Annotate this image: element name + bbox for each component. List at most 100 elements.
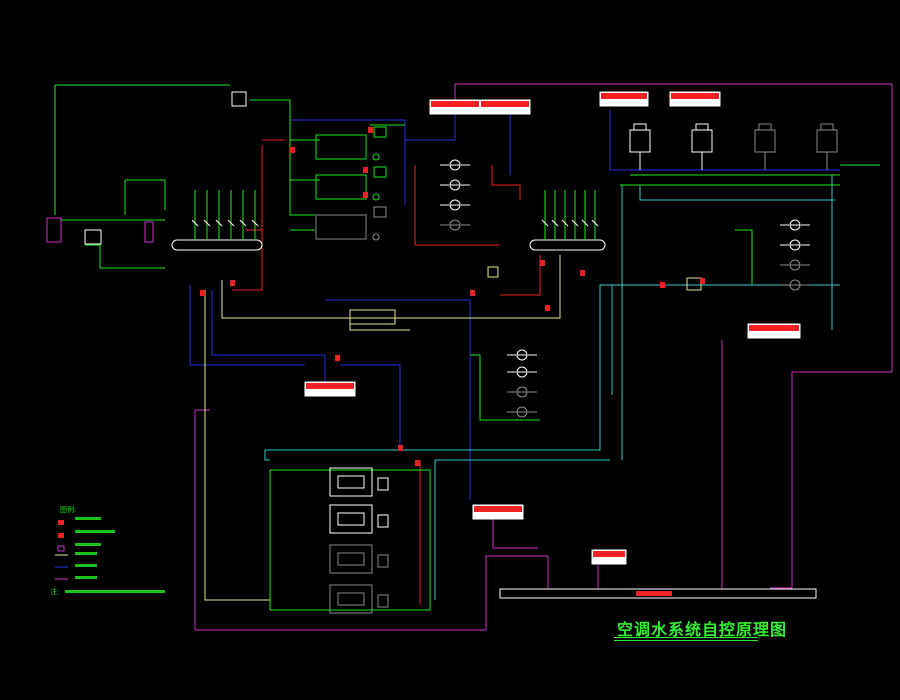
title-underline xyxy=(614,637,758,638)
chw-pump-3 xyxy=(440,199,470,211)
chiller-1-gauge xyxy=(372,153,380,161)
sec-pump-4 xyxy=(507,406,537,418)
cooling-tower-2-body xyxy=(691,129,713,153)
cooling-tower-1-fan xyxy=(633,123,647,131)
expansion-tank xyxy=(231,91,247,107)
heat-exchanger-4-core xyxy=(337,592,365,606)
ddc-panel-1 xyxy=(429,99,481,115)
heat-exchanger-3-core xyxy=(337,552,365,566)
cw-pump-1 xyxy=(780,219,810,231)
supply-branch-valves-valve-2 xyxy=(203,219,211,227)
return-branch-valves-valve-1 xyxy=(541,219,549,227)
sensor-mark-6 xyxy=(230,280,235,286)
chw-pump-2 xyxy=(440,179,470,191)
yellow-line-mid xyxy=(349,320,410,331)
cyan-line-1 xyxy=(264,450,270,461)
legend-text-mark-5 xyxy=(75,564,97,567)
supply-branch-valves-valve-4 xyxy=(227,219,235,227)
supply-branch-valves xyxy=(191,190,259,240)
heat-exchanger-2-body xyxy=(329,504,373,534)
green-line-mid-pumps xyxy=(470,354,540,421)
heat-exchanger-4-body xyxy=(329,584,373,614)
cyan-line-2 xyxy=(265,284,750,451)
cooling-tower-3-body xyxy=(754,129,776,153)
heat-exchanger-1-valve xyxy=(377,477,389,491)
legend-swatch-sensor xyxy=(58,520,64,525)
central-bus-marker xyxy=(636,591,672,596)
legend-text-mark-1 xyxy=(75,517,101,520)
legend-swatch-panel xyxy=(58,533,64,538)
sensor-mark-8 xyxy=(470,290,475,296)
ddc-panel-8-header xyxy=(593,551,625,557)
return-branch-valves-valve-6 xyxy=(591,219,599,227)
sensor-mark-4 xyxy=(290,147,295,153)
chiller-1-body xyxy=(315,134,367,160)
diagram-title: 空调水系统自控原理图 xyxy=(617,620,788,639)
heat-exchanger-2-valve xyxy=(377,514,389,528)
legend-group: 图例:注: xyxy=(50,505,165,596)
control-bus-lines xyxy=(194,83,893,631)
chw-pump-1 xyxy=(440,159,470,171)
ddc-panel-6 xyxy=(304,381,356,397)
legend-heading: 图例: xyxy=(60,505,76,514)
ddc-panel-5 xyxy=(747,323,801,339)
chiller-3-body xyxy=(315,214,367,240)
red-line-left xyxy=(232,145,263,291)
ddc-panel-3-header xyxy=(601,93,647,99)
red-line-right-2 xyxy=(491,165,521,200)
heat-exchanger-3-valve xyxy=(377,554,389,568)
dosing-tank xyxy=(144,221,154,243)
blue-line-left-loop-2 xyxy=(189,285,305,366)
make-up-pump-box xyxy=(84,229,102,245)
cooling-tower-4 xyxy=(816,123,838,170)
title-underline-2 xyxy=(614,640,758,641)
return-branch-valves-valve-2 xyxy=(551,219,559,227)
sensor-mark-7 xyxy=(335,355,340,361)
chiller-3 xyxy=(315,206,387,241)
return-branch-valves-valve-3 xyxy=(561,219,569,227)
blue-line-mid xyxy=(325,299,471,500)
pipe-network xyxy=(54,84,880,611)
cyan-line-9 xyxy=(639,185,835,201)
softener-tank xyxy=(46,217,62,243)
cw-treatment-box xyxy=(686,277,702,291)
supply-header-left-body xyxy=(171,239,263,251)
sec-pump-2 xyxy=(507,366,537,378)
chiller-2 xyxy=(315,166,387,201)
green-line-coil-frame xyxy=(270,469,431,611)
control-panels xyxy=(304,91,817,599)
ddc-panel-4-header xyxy=(671,93,719,99)
heat-exchanger-2-core xyxy=(337,512,365,526)
chw-pump-4 xyxy=(440,219,470,231)
sensor-mark-13 xyxy=(580,270,585,276)
cooling-tower-2-fan xyxy=(695,123,709,131)
chiller-1 xyxy=(315,126,387,161)
chiller-1-panel xyxy=(373,126,387,138)
green-line-left-mid xyxy=(125,179,166,210)
central-bus-bar xyxy=(499,588,817,599)
heat-exchanger-3-body xyxy=(329,544,373,574)
legend-text-mark-4 xyxy=(75,552,97,555)
green-line-bypass xyxy=(85,244,165,269)
ddc-panel-4 xyxy=(669,91,721,107)
chiller-2-gauge xyxy=(372,193,380,201)
differential-valve xyxy=(487,266,499,278)
sensor-mark-5 xyxy=(200,290,205,296)
red-line-bottom xyxy=(500,255,541,296)
bus-line-mid xyxy=(492,515,538,549)
cooling-tower-4-fan xyxy=(820,123,834,131)
supply-branch-valves-valve-5 xyxy=(239,219,247,227)
sensor-mark-3 xyxy=(363,192,368,198)
cw-pump-3 xyxy=(780,259,810,271)
sensor-mark-10 xyxy=(545,305,550,311)
sensor-mark-9 xyxy=(540,260,545,266)
sec-pump-3 xyxy=(507,386,537,398)
green-line-cw-pumps xyxy=(735,229,753,285)
return-branch-valves-valve-4 xyxy=(571,219,579,227)
return-branch-valves xyxy=(541,190,599,240)
ddc-panel-7 xyxy=(472,504,524,520)
supply-header-right xyxy=(529,239,606,251)
sensor-mark-2 xyxy=(363,167,368,173)
ddc-panel-6-header xyxy=(306,383,354,389)
